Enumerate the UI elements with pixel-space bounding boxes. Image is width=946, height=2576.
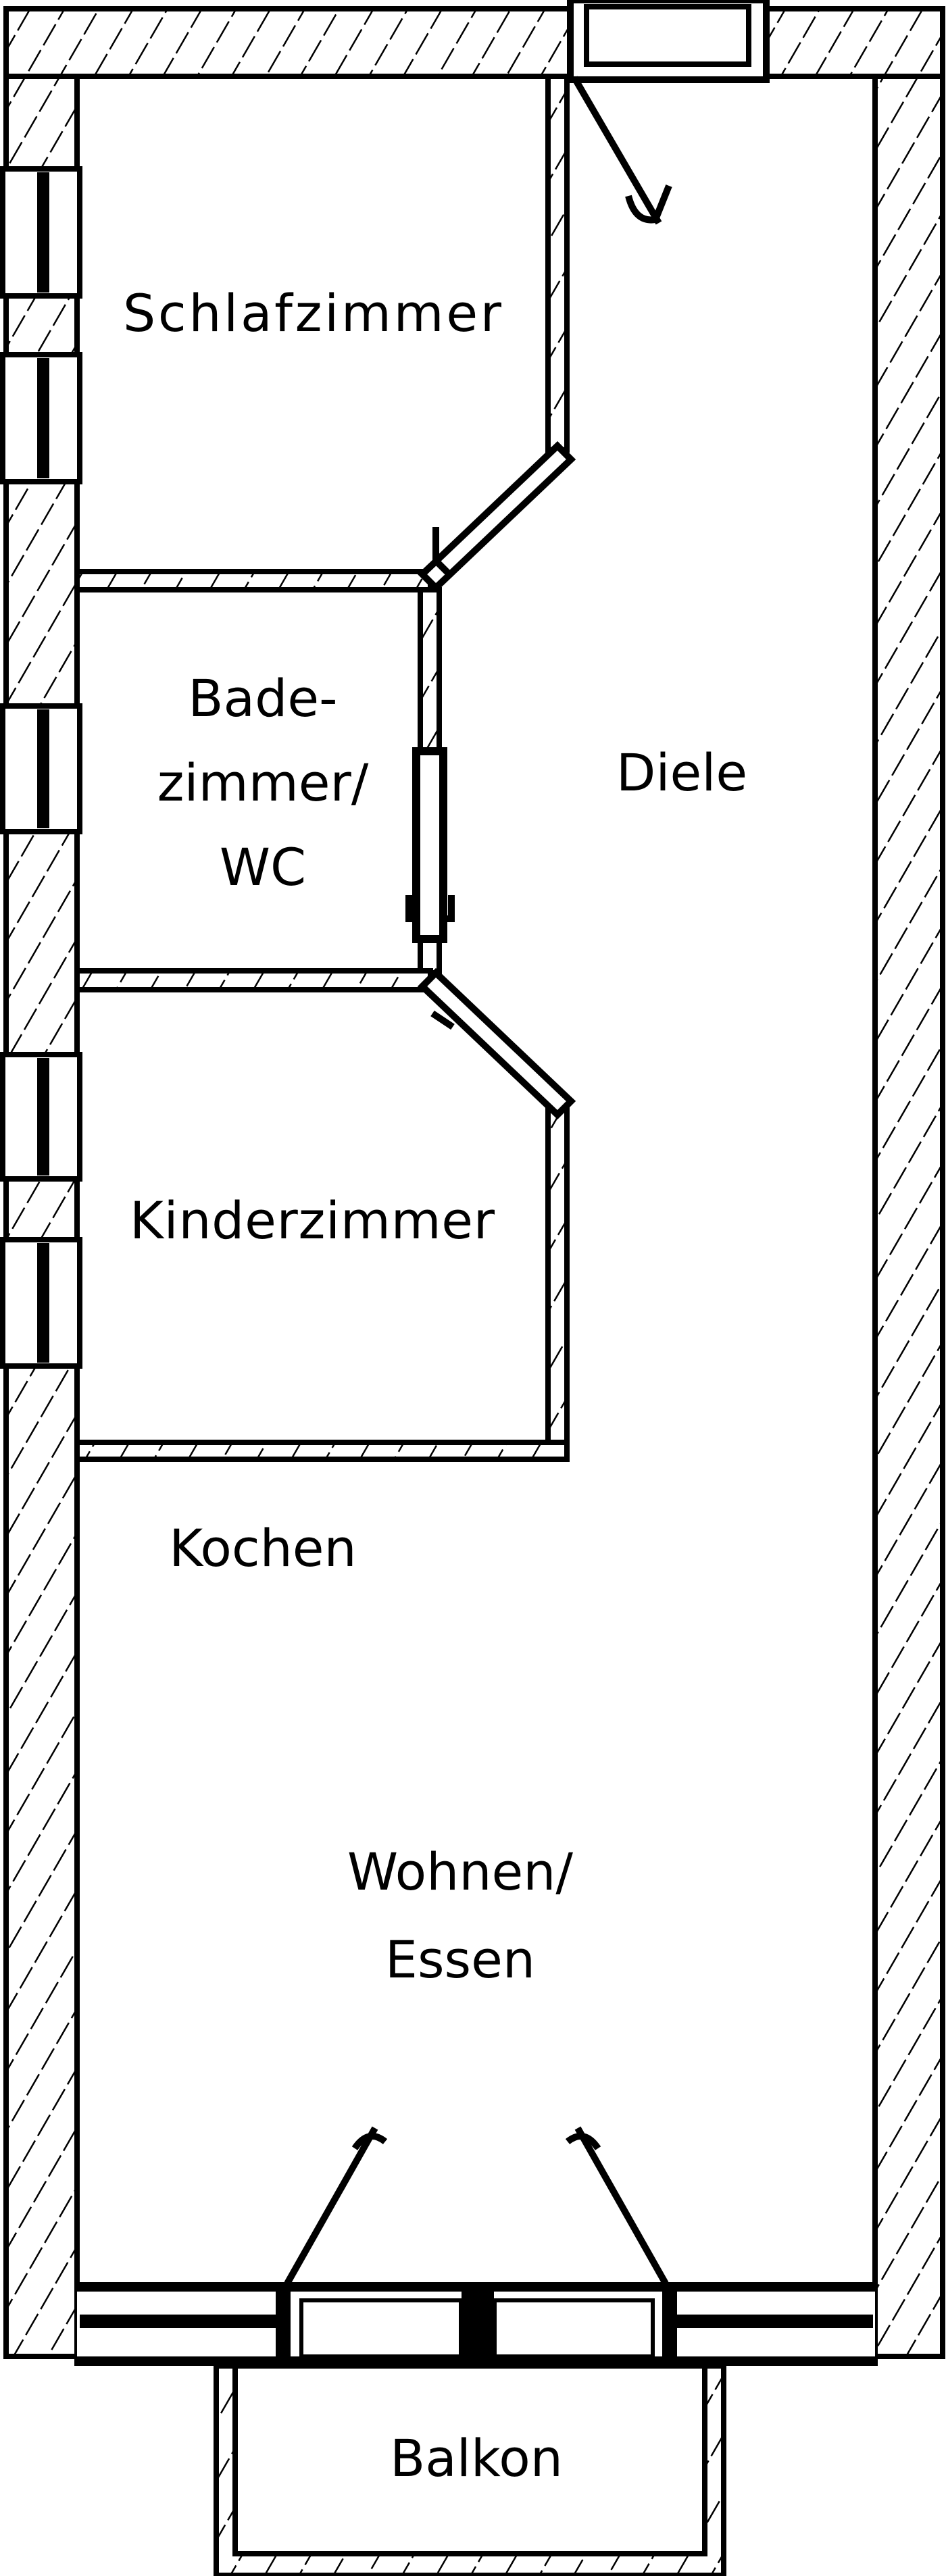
room-label-wohnen: Wohnen/: [347, 1842, 573, 1902]
room-label-bad-2: zimmer/: [157, 753, 369, 813]
room-label-schlafzimmer: Schlafzimmer: [123, 283, 502, 343]
room-label-essen: Essen: [385, 1929, 535, 1990]
left-windows: [0, 166, 82, 1369]
room-label-balkon: Balkon: [390, 2428, 563, 2488]
interior-doors: [405, 441, 576, 1119]
room-label-bad-3: WC: [220, 837, 306, 897]
room-label-kinderzimmer: Kinderzimmer: [130, 1190, 495, 1251]
room-label-kochen: Kochen: [169, 1518, 356, 1578]
entrance-door: [567, 0, 770, 225]
balcony: [214, 2363, 726, 2576]
balcony-door: [74, 2126, 878, 2366]
outer-walls: [3, 6, 945, 2359]
room-label-bad-1: Bade-: [188, 668, 337, 728]
room-label-diele: Diele: [616, 742, 747, 803]
interior-walls: [74, 74, 570, 1469]
